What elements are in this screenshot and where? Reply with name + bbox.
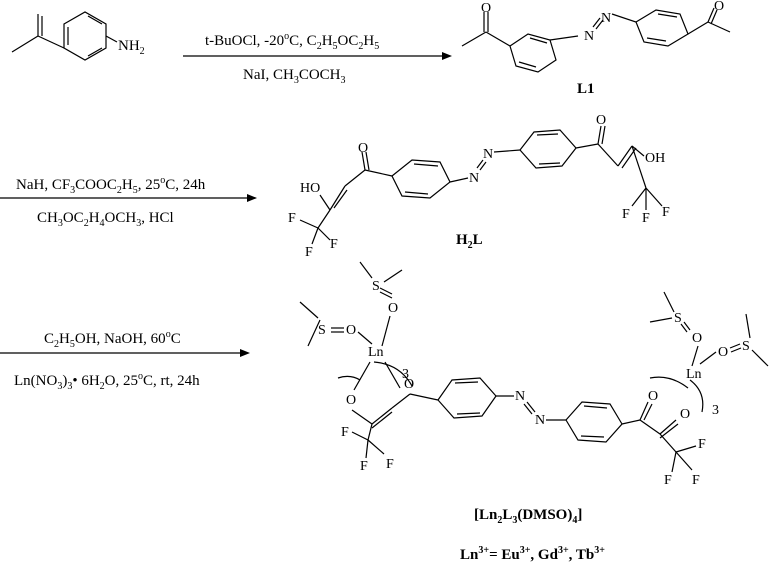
atom-f: F — [622, 207, 630, 222]
atom-f: F — [360, 459, 368, 474]
atom-n: N — [535, 413, 545, 428]
coordination-3: 3 — [712, 403, 719, 418]
amine-label: NH2 — [118, 38, 145, 57]
atom-ho: HO — [300, 181, 320, 196]
atom-o: O — [692, 331, 702, 346]
atom-n: N — [515, 389, 525, 404]
atom-f: F — [305, 245, 313, 260]
atom-ln: Ln — [686, 367, 702, 382]
ligand-H2L: HO O F F F N N O OH — [288, 113, 670, 260]
atom-oh: OH — [645, 151, 665, 166]
compound-label-H2L: H2L — [456, 232, 483, 251]
atom-ln: Ln — [368, 345, 384, 360]
atom-o: O — [404, 377, 414, 392]
atom-n: N — [483, 147, 493, 162]
atom-o: O — [481, 1, 491, 16]
atom-o: O — [358, 141, 368, 156]
atom-o: O — [596, 113, 606, 128]
step3-below: Ln(NO3)3• 6H2O, 25oC, rt, 24h — [14, 371, 200, 392]
step2-above: NaH, CF3COOC2H5, 25oC, 24h — [16, 175, 206, 196]
atom-f: F — [341, 425, 349, 440]
atom-s: S — [372, 279, 380, 294]
step2-below: CH3OC2H4OCH3, HCl — [37, 210, 174, 229]
atom-o: O — [346, 393, 356, 408]
step1-below: NaI, CH3COCH3 — [243, 67, 346, 86]
arrow-head-1 — [442, 52, 452, 60]
atom-n: N — [584, 29, 594, 44]
atom-s: S — [674, 311, 682, 326]
step1-above: t-BuOCl, -20oC, C2H5OC2H5 — [205, 31, 379, 52]
lanthanide-complex: S O S O Ln 3 O O F F F — [299, 261, 769, 563]
atom-f: F — [642, 211, 650, 226]
atom-f: F — [386, 457, 394, 472]
step3-above: C2H5OH, NaOH, 60oC — [44, 329, 181, 350]
compound-label-complex: [Ln2L3(DMSO)4] — [474, 507, 582, 526]
atom-o: O — [714, 0, 724, 14]
atom-s: S — [318, 323, 326, 338]
atom-f: F — [664, 473, 672, 488]
arrow-head-2 — [247, 194, 257, 202]
atom-o: O — [680, 407, 690, 422]
atom-f: F — [330, 237, 338, 252]
atom-o: O — [718, 345, 728, 360]
atom-f: F — [692, 473, 700, 488]
arrow-head-3 — [240, 349, 250, 357]
compound-label-L1: L1 — [577, 81, 595, 97]
aminoacetophenone: NH2 — [11, 11, 145, 61]
atom-s: S — [742, 339, 750, 354]
atom-f: F — [698, 437, 706, 452]
atom-o: O — [648, 389, 658, 404]
atom-f: F — [662, 205, 670, 220]
atom-n: N — [601, 11, 611, 26]
atom-f: F — [288, 211, 296, 226]
lanthanide-definition: Ln3+= Eu3+, Gd3+, Tb3+ — [460, 545, 605, 563]
atom-o: O — [388, 301, 398, 316]
coordination-3: 3 — [402, 367, 409, 382]
atom-n: N — [469, 171, 479, 186]
azobenzene-L1: O N N O L1 — [461, 0, 731, 97]
atom-o: O — [346, 323, 356, 338]
